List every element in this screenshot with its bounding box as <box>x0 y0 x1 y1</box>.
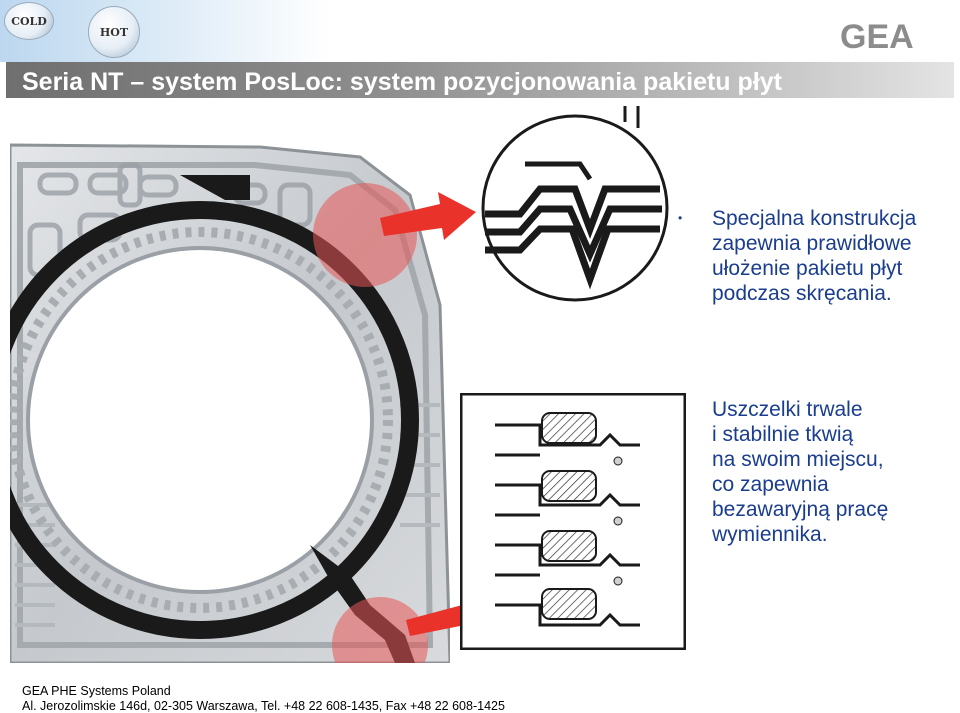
footer-company: GEA PHE Systems Poland <box>22 684 171 698</box>
bullet-line: bezawaryjną pracę <box>712 498 889 521</box>
tap-knobs-image: COLD HOT <box>0 0 330 62</box>
bullet-line: Specjalna konstrukcja <box>712 207 917 230</box>
hot-knob-label: HOT <box>99 25 129 39</box>
cold-knob-label: COLD <box>11 14 47 28</box>
footer <box>0 664 960 711</box>
page-title: Seria NT – system PosLoc: system pozycjo… <box>22 68 782 96</box>
bullet-positioning: Specjalna konstrukcja zapewnia prawidłow… <box>712 206 952 306</box>
bullet-gaskets: Uszczelki trwale i stabilnie tkwią na sw… <box>712 397 952 547</box>
cold-knob: COLD <box>4 2 54 40</box>
bullet-line: podczas skręcania. <box>712 282 892 305</box>
gasket-cross-section <box>460 393 686 650</box>
bullet-line: wymiennika. <box>712 523 828 546</box>
hot-knob: HOT <box>88 6 140 58</box>
gea-logo: GEA <box>840 18 914 52</box>
plate-photo <box>10 143 450 663</box>
header-banner: COLD HOT GEA <box>0 0 960 62</box>
bullet-line: na swoim miejscu, <box>712 448 884 471</box>
bullet-line: Uszczelki trwale <box>712 398 863 421</box>
bullet-line: zapewnia prawidłowe <box>712 232 912 255</box>
bullet-line: ułożenie pakietu płyt <box>712 257 903 280</box>
plate-edge-detail-circle <box>481 106 669 302</box>
bullet-line: co zapewnia <box>712 473 829 496</box>
arrow-top <box>380 192 476 240</box>
footer-address: Al. Jerozolimskie 146d, 02-305 Warszawa,… <box>22 699 505 713</box>
gea-logo-text: GEA <box>840 18 914 52</box>
bullet-marker: • <box>678 211 683 225</box>
title-bar <box>6 62 954 98</box>
bullet-line: i stabilnie tkwią <box>712 423 854 446</box>
